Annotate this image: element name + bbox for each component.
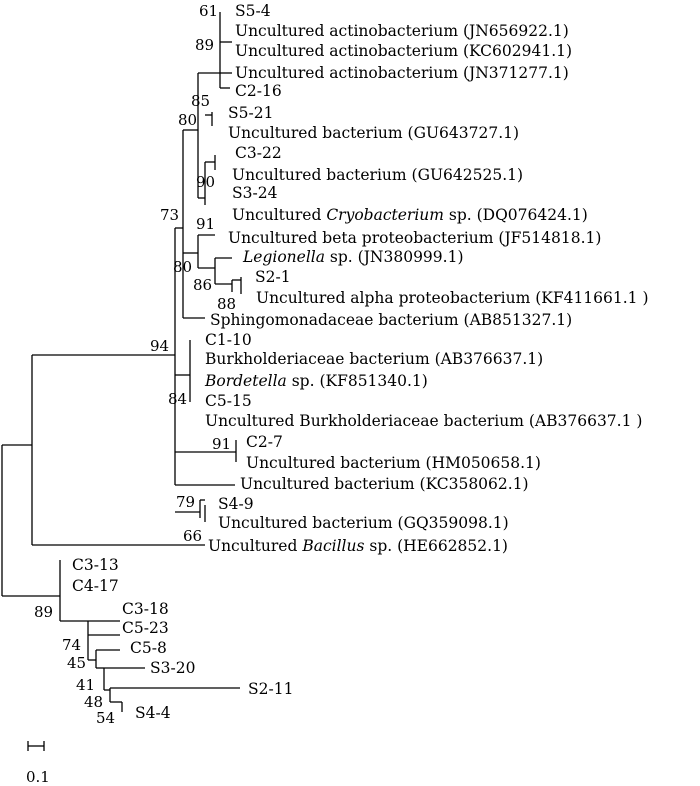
leaf-label: C3-18 bbox=[122, 600, 169, 618]
tree-branches bbox=[1, 12, 242, 712]
bootstrap-value: 45 bbox=[67, 654, 86, 672]
leaf-labels: S5-4 Uncultured actinobacterium (JN65692… bbox=[72, 2, 649, 722]
bootstrap-value: 80 bbox=[173, 258, 192, 276]
leaf-label: S3-24 bbox=[232, 184, 278, 202]
leaf-label: C5-23 bbox=[122, 619, 169, 637]
leaf-label: Uncultured bacterium (HM050658.1) bbox=[246, 454, 541, 472]
leaf-label: S2-11 bbox=[248, 680, 293, 698]
bootstrap-values: 61 89 85 80 90 73 91 80 86 88 94 84 91 7… bbox=[34, 2, 236, 727]
bootstrap-value: 80 bbox=[178, 111, 197, 129]
bootstrap-value: 85 bbox=[191, 92, 210, 110]
bootstrap-value: 90 bbox=[196, 173, 215, 191]
scale-bar: 0.1 bbox=[26, 741, 50, 786]
leaf-label: Legionella sp. (JN380999.1) bbox=[242, 248, 464, 266]
bootstrap-value: 74 bbox=[62, 636, 81, 654]
leaf-label: S4-4 bbox=[135, 704, 171, 722]
scale-bar-label: 0.1 bbox=[26, 768, 50, 786]
bootstrap-value: 66 bbox=[183, 527, 202, 545]
bootstrap-value: 61 bbox=[199, 2, 218, 20]
leaf-label: Uncultured Cryobacterium sp. (DQ076424.1… bbox=[232, 206, 588, 224]
leaf-label: C1-10 bbox=[205, 331, 252, 349]
leaf-label: Uncultured beta proteobacterium (JF51481… bbox=[228, 229, 601, 247]
leaf-label: Uncultured actinobacterium (JN371277.1) bbox=[235, 64, 569, 82]
bootstrap-value: 94 bbox=[150, 337, 169, 355]
leaf-label: Burkholderiaceae bacterium (AB376637.1) bbox=[205, 350, 543, 368]
leaf-label: C3-13 bbox=[72, 556, 119, 574]
leaf-label: S5-21 bbox=[228, 104, 273, 122]
bootstrap-value: 41 bbox=[76, 676, 95, 694]
leaf-label: Uncultured Burkholderiaceae bacterium (A… bbox=[205, 412, 642, 430]
leaf-label: Uncultured bacterium (GU642525.1) bbox=[232, 166, 523, 184]
leaf-label: C2-7 bbox=[246, 433, 283, 451]
leaf-label: S5-4 bbox=[235, 2, 271, 20]
leaf-label: C4-17 bbox=[72, 577, 119, 595]
leaf-label: Sphingomonadaceae bacterium (AB851327.1) bbox=[210, 311, 572, 329]
leaf-label: Uncultured actinobacterium (JN656922.1) bbox=[235, 22, 569, 40]
bootstrap-value: 48 bbox=[84, 693, 103, 711]
leaf-label: Uncultured actinobacterium (KC602941.1) bbox=[235, 42, 572, 60]
bootstrap-value: 86 bbox=[193, 276, 212, 294]
leaf-label: C2-16 bbox=[235, 82, 282, 100]
leaf-label: C5-8 bbox=[130, 639, 167, 657]
bootstrap-value: 84 bbox=[168, 390, 187, 408]
bootstrap-value: 89 bbox=[195, 36, 214, 54]
leaf-label: S4-9 bbox=[218, 495, 254, 513]
leaf-label: Uncultured bacterium (GQ359098.1) bbox=[218, 514, 509, 532]
bootstrap-value: 91 bbox=[212, 435, 231, 453]
leaf-label: S2-1 bbox=[255, 268, 291, 286]
bootstrap-value: 73 bbox=[160, 206, 179, 224]
bootstrap-value: 89 bbox=[34, 603, 53, 621]
leaf-label: Uncultured bacterium (KC358062.1) bbox=[240, 475, 529, 493]
leaf-label: C3-22 bbox=[235, 144, 282, 162]
leaf-label: Uncultured Bacillus sp. (HE662852.1) bbox=[208, 537, 508, 555]
bootstrap-value: 79 bbox=[176, 493, 195, 511]
bootstrap-value: 91 bbox=[196, 215, 215, 233]
leaf-label: C5-15 bbox=[205, 392, 252, 410]
bootstrap-value: 54 bbox=[96, 709, 115, 727]
leaf-label: Uncultured bacterium (GU643727.1) bbox=[228, 124, 519, 142]
leaf-label: Uncultured alpha proteobacterium (KF4116… bbox=[256, 289, 649, 307]
leaf-label: Bordetella sp. (KF851340.1) bbox=[204, 372, 428, 390]
leaf-label: S3-20 bbox=[150, 659, 195, 677]
bootstrap-value: 88 bbox=[217, 295, 236, 313]
